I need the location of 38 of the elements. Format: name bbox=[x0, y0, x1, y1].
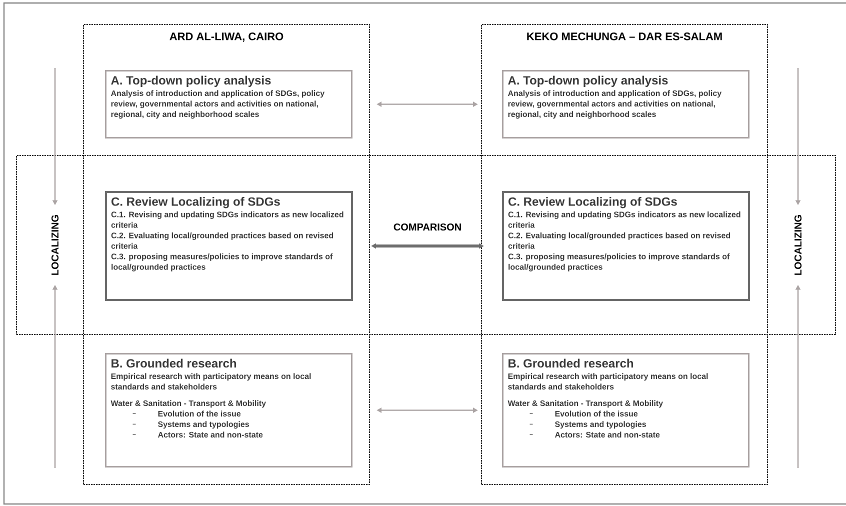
box-text: C.1. Revising and updating SDGs indicators as new localized criteria bbox=[508, 211, 740, 228]
box-heading: B. Grounded research bbox=[508, 358, 634, 368]
process-box bbox=[502, 191, 750, 301]
list-item: Evolution of the issue bbox=[158, 410, 241, 417]
box-text: C.2. Evaluating local/grounded practices based on revised criteria bbox=[508, 232, 730, 249]
list-item: Actors: State and non-state bbox=[158, 432, 263, 438]
box-heading: C. Review Localizing of SDGs bbox=[508, 197, 677, 208]
list-item: Actors: State and non-state bbox=[554, 432, 660, 438]
dashed-frame bbox=[16, 155, 836, 335]
process-box bbox=[105, 70, 352, 138]
box-text: Analysis of introduction and application of SDGs, policy review, governmental actors and activities on national, regional, city and neighborhood scales bbox=[110, 90, 325, 119]
box-text: Water & Sanitation - Transport & Mobility bbox=[508, 400, 663, 408]
side-label: LOCALIZING bbox=[51, 215, 59, 275]
box-heading: A. Top-down policy analysis bbox=[111, 76, 271, 87]
box-text: C.3. proposing measures/policies to improve standards of local/grounded practices bbox=[111, 253, 333, 272]
dashed-frame bbox=[481, 24, 768, 485]
box-text: C.1. Revising and updating SDGs indicators as new localized criteria bbox=[111, 211, 344, 228]
column-heading: ARD AL-LIWA, CAIRO bbox=[170, 32, 284, 42]
process-box bbox=[105, 191, 353, 301]
list-item: Evolution of the issue bbox=[555, 410, 638, 417]
box-text: C.2. Evaluating local/grounded practices based on revised criteria bbox=[111, 232, 334, 249]
side-label: LOCALIZING bbox=[794, 215, 802, 275]
process-box bbox=[502, 70, 750, 138]
column-heading: KEKO MECHUNGA – DAR ES-SALAM bbox=[527, 32, 722, 40]
box-heading: B. Grounded research bbox=[112, 358, 236, 368]
box-heading: A. Top-down policy analysis bbox=[508, 76, 668, 87]
box-text: Empirical research with participatory means on local standards and stakeholders bbox=[111, 373, 311, 390]
box-text: Analysis of introduction and application of SDGs, policy review, governmental actors and activities on national, regional, city and neighborhood scales bbox=[508, 90, 722, 119]
dashed-frame bbox=[83, 24, 370, 485]
edge-label: COMPARISON bbox=[392, 222, 463, 232]
box-text: C.3. proposing measures/policies to improve standards of local/grounded practices bbox=[508, 253, 730, 272]
list-item: Systems and typologies bbox=[555, 421, 646, 429]
process-box bbox=[105, 353, 352, 468]
box-heading: C. Review Localizing of SDGs bbox=[112, 197, 280, 208]
box-text: Water & Sanitation - Transport & Mobility bbox=[110, 400, 266, 408]
box-text: Empirical research with participatory means on local standards and stakeholders bbox=[508, 373, 708, 390]
list-item: Systems and typologies bbox=[158, 421, 249, 429]
process-box bbox=[502, 353, 750, 468]
